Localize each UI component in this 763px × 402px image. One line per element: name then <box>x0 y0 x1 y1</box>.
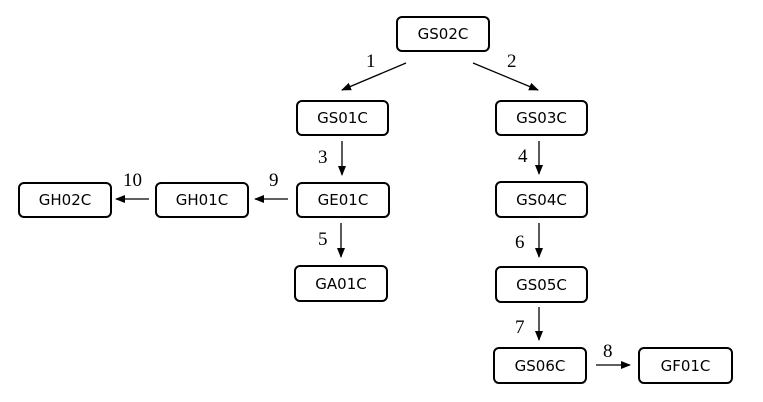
node-gf01c: GF01C <box>638 347 733 384</box>
node-ga01c: GA01C <box>294 265 388 302</box>
edge-label-7: 7 <box>515 317 525 338</box>
node-gs02c: GS02C <box>396 16 490 52</box>
edge-label-4: 4 <box>518 146 528 167</box>
node-gs06c: GS06C <box>493 347 587 384</box>
node-ge01c: GE01C <box>296 182 390 218</box>
edge-label-9: 9 <box>269 170 279 191</box>
edge-1-arrow <box>341 62 407 91</box>
edge-label-2: 2 <box>507 51 517 72</box>
edge-label-10: 10 <box>123 170 142 191</box>
node-gs03c: GS03C <box>495 100 588 136</box>
edge-label-8: 8 <box>603 341 613 362</box>
node-gs05c: GS05C <box>495 266 588 303</box>
node-gh02c: GH02C <box>18 182 112 218</box>
edge-label-5: 5 <box>318 229 328 250</box>
edge-2-arrow <box>472 62 539 91</box>
node-gh01c: GH01C <box>155 182 249 218</box>
edge-label-6: 6 <box>515 232 525 253</box>
edge-label-3: 3 <box>318 147 328 168</box>
edge-label-1: 1 <box>366 51 376 72</box>
node-gs04c: GS04C <box>495 181 588 218</box>
node-gs01c: GS01C <box>296 100 389 136</box>
